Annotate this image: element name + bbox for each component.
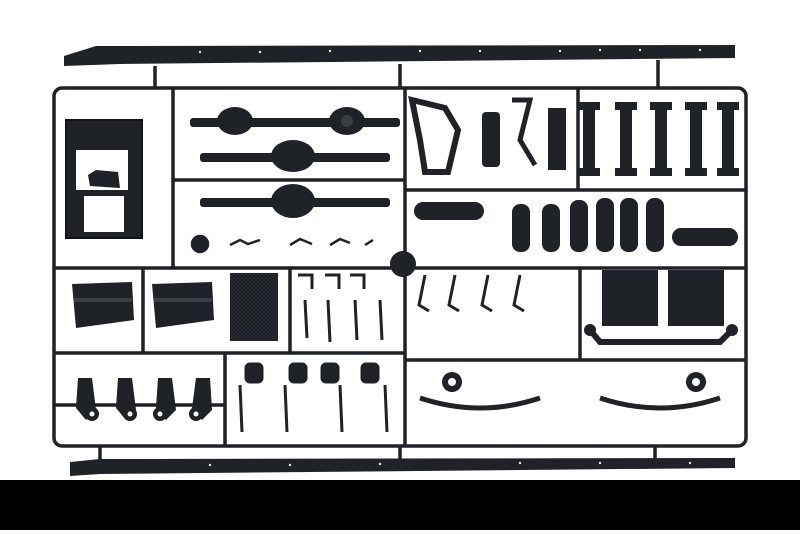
front-axle-beam bbox=[584, 324, 738, 345]
cab-frame-part bbox=[65, 119, 143, 239]
filter-bracket-parts bbox=[408, 95, 566, 175]
leaf-springs bbox=[419, 372, 721, 411]
steering-knuckles bbox=[76, 378, 212, 421]
chassis-rail-bottom bbox=[70, 458, 735, 476]
shock-absorbers bbox=[238, 362, 389, 433]
lever-parts bbox=[298, 273, 525, 343]
axle-housings bbox=[190, 107, 400, 218]
bottom-black-band bbox=[0, 480, 800, 530]
spring-columns bbox=[578, 102, 739, 176]
air-tanks bbox=[414, 198, 738, 252]
seat-cushions bbox=[72, 282, 214, 328]
small-linkage-parts bbox=[190, 234, 374, 254]
textured-panels bbox=[230, 270, 724, 341]
sprue-gate-hub bbox=[390, 251, 416, 277]
chassis-rail-top bbox=[64, 45, 735, 66]
